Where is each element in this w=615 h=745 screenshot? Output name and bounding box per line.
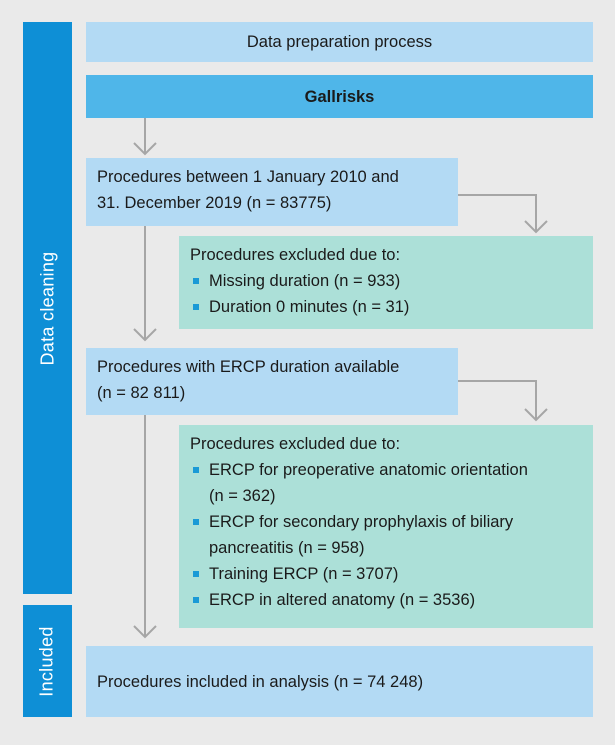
- list-item: ERCP for preoperative anatomic orientati…: [190, 457, 583, 509]
- exclusion1-title: Procedures excluded due to:: [190, 246, 401, 264]
- list-item-line: (n = 362): [209, 487, 276, 505]
- included-band: Included: [23, 605, 72, 717]
- list-item-line: ERCP for secondary prophylaxis of biliar…: [209, 513, 514, 531]
- list-item: Duration 0 minutes (n = 31): [190, 294, 583, 320]
- process-title-box: Data preparation process: [86, 22, 593, 62]
- list-item: Training ERCP (n = 3707): [190, 561, 583, 587]
- arrow-step1-to-step2: [133, 226, 157, 342]
- process-title: Data preparation process: [246, 33, 433, 51]
- list-item-line: ERCP in altered anatomy (n = 3536): [209, 591, 476, 609]
- exclusion1-box: Procedures excluded due to: Missing dura…: [179, 236, 593, 329]
- data-cleaning-band: Data cleaning: [23, 22, 72, 594]
- step1-line2: 31. December 2019 (n = 83775): [97, 194, 332, 212]
- final-label: Procedures included in analysis (n = 74 …: [97, 672, 424, 691]
- source-box: Gallrisks: [86, 75, 593, 118]
- source-name: Gallrisks: [304, 87, 375, 106]
- arrow-step1-to-exclusion1: [458, 194, 548, 234]
- arrow-step2-to-exclusion2: [458, 380, 548, 422]
- step2-box: Procedures with ERCP duration available …: [86, 348, 458, 415]
- step2-line1: Procedures with ERCP duration available: [97, 358, 400, 376]
- list-item: ERCP in altered anatomy (n = 3536): [190, 587, 583, 613]
- exclusion2-title: Procedures excluded due to:: [190, 435, 401, 453]
- exclusion1-list: Missing duration (n = 933) Duration 0 mi…: [190, 268, 583, 320]
- list-item: Missing duration (n = 933): [190, 268, 583, 294]
- step1-box: Procedures between 1 January 2010 and 31…: [86, 158, 458, 226]
- step1-line1: Procedures between 1 January 2010 and: [97, 168, 399, 186]
- exclusion2-box: Procedures excluded due to: ERCP for pre…: [179, 425, 593, 628]
- exclusion2-list: ERCP for preoperative anatomic orientati…: [190, 457, 583, 613]
- list-item: ERCP for secondary prophylaxis of biliar…: [190, 509, 583, 561]
- list-item-line: Training ERCP (n = 3707): [209, 565, 399, 583]
- step2-line2: (n = 82 811): [97, 384, 186, 402]
- arrow-source-to-step1: [133, 118, 157, 156]
- final-box: Procedures included in analysis (n = 74 …: [86, 646, 593, 717]
- included-label: Included: [37, 625, 57, 697]
- list-item-line: pancreatitis (n = 958): [209, 539, 365, 557]
- arrow-step2-to-final: [133, 415, 157, 639]
- list-item-line: ERCP for preoperative anatomic orientati…: [209, 461, 528, 479]
- data-cleaning-label: Data cleaning: [37, 251, 58, 365]
